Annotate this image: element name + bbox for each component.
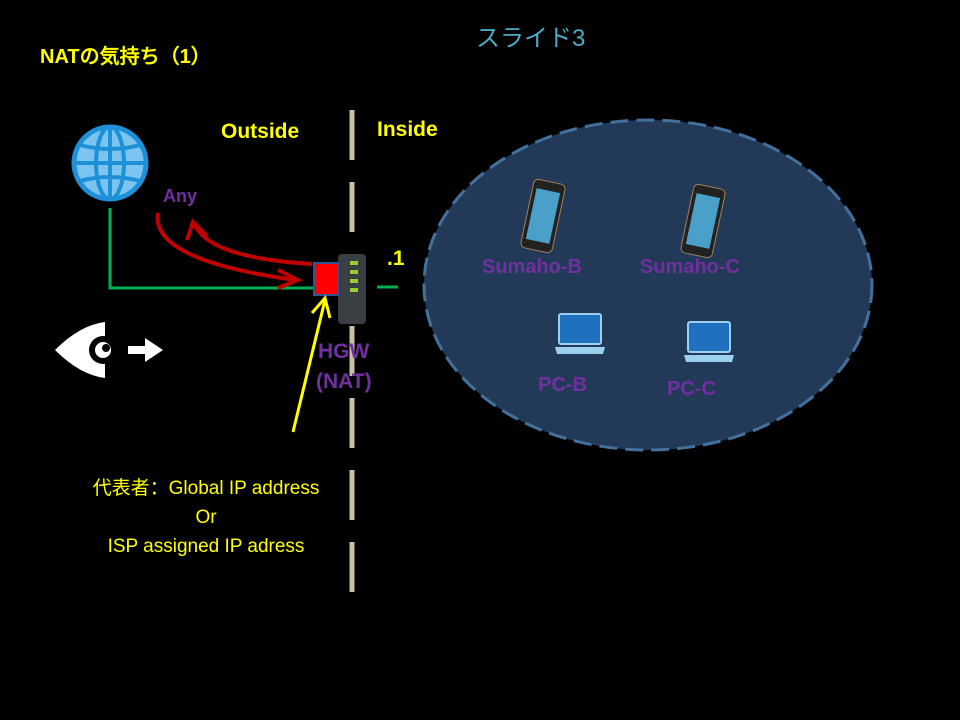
inside-label: Inside (377, 118, 438, 141)
device-label-pc-b: PC-B (538, 374, 587, 396)
any-label: Any (163, 186, 198, 206)
smartphone-icon-c (680, 183, 726, 259)
laptop-icon-b (555, 313, 605, 354)
device-label-pc-c: PC-C (667, 378, 716, 400)
outside-label: Outside (221, 120, 300, 143)
yellow-pointer-arrow (291, 294, 332, 433)
laptop-icon-c (684, 321, 734, 362)
inside-network-ellipse (422, 118, 874, 452)
caption-line-3: ISP assigned IP adress (107, 536, 305, 557)
router-icon (313, 254, 366, 324)
caption: 代表者：Global IP address Or ISP assigned IP… (60, 474, 352, 561)
inbound-arrow (155, 212, 303, 290)
heading: NATの気持ち（1） (40, 46, 211, 68)
nat-label: (NAT) (316, 370, 372, 393)
caption-line-2: Or (195, 507, 217, 528)
globe-icon (71, 124, 149, 202)
hgw-label: HGW (318, 340, 370, 363)
eye-icon (55, 322, 117, 378)
nat-port-marker (313, 262, 339, 296)
device-label-sumaho-b: Sumaho-B (482, 256, 582, 278)
interface-label: .1 (387, 247, 405, 270)
device-label-sumaho-c: Sumaho-C (640, 256, 740, 278)
right-arrow-icon (128, 338, 163, 362)
outbound-arrow (185, 218, 313, 266)
slide-title: スライド3 (476, 25, 586, 52)
caption-line-1: 代表者：Global IP address (92, 478, 320, 499)
wan-link-line (108, 208, 314, 290)
smartphone-icon-b (520, 178, 566, 254)
